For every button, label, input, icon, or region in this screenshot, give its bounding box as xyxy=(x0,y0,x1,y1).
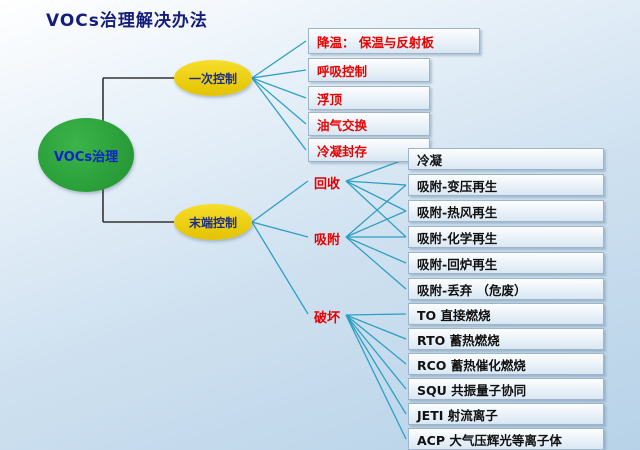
leaf-acp-atmospheric-plasma: ACP 大气压辉光等离子体 xyxy=(408,428,604,450)
node-cooling-insulation: 降温： 保温与反射板 xyxy=(308,28,480,54)
leaf-adsorption-disposal: 吸附-丢弃 （危废） xyxy=(408,278,604,300)
fan-primary xyxy=(251,40,307,151)
leaf-adsorption-hot-air: 吸附-热风再生 xyxy=(408,200,604,222)
node-breathing-control: 呼吸控制 xyxy=(308,58,430,82)
leaf-squ-resonance-quantum: SQU 共振量子协同 xyxy=(408,378,604,400)
leaf-adsorption-furnace: 吸附-回炉再生 xyxy=(408,252,604,274)
fan-destruction xyxy=(345,313,407,440)
node-root-label: VOCs治理 xyxy=(53,149,119,165)
node-root: VOCs治理 xyxy=(38,118,134,192)
node-primary-control: 一次控制 xyxy=(174,60,252,96)
leaf-adsorption-pressure-swing: 吸附-变压再生 xyxy=(408,174,604,196)
fan-terminal xyxy=(251,180,309,315)
leaf-rco-catalytic-combustion: RCO 蓄热催化燃烧 xyxy=(408,353,604,375)
leaf-jeti-jet-ion: JETI 射流离子 xyxy=(408,403,604,425)
node-vapor-exchange: 油气交换 xyxy=(308,112,430,136)
leaf-adsorption-chemical: 吸附-化学再生 xyxy=(408,226,604,248)
page-title: VOCs治理解决办法 xyxy=(46,11,208,31)
fan-recovery xyxy=(345,158,407,238)
node-floating-roof: 浮顶 xyxy=(308,86,430,110)
category-adsorption: 吸附 xyxy=(314,233,341,248)
fan-adsorption xyxy=(345,184,407,290)
category-destruction: 破坏 xyxy=(314,311,341,326)
leaf-condensation: 冷凝 xyxy=(408,148,604,170)
node-terminal-label: 末端控制 xyxy=(188,215,237,230)
leaf-to-direct-combustion: TO 直接燃烧 xyxy=(408,303,604,325)
category-recovery: 回收 xyxy=(314,177,341,192)
node-primary-label: 一次控制 xyxy=(188,71,237,86)
node-terminal-control: 末端控制 xyxy=(174,204,252,240)
leaf-rto-regenerative-combustion: RTO 蓄热燃烧 xyxy=(408,328,604,350)
